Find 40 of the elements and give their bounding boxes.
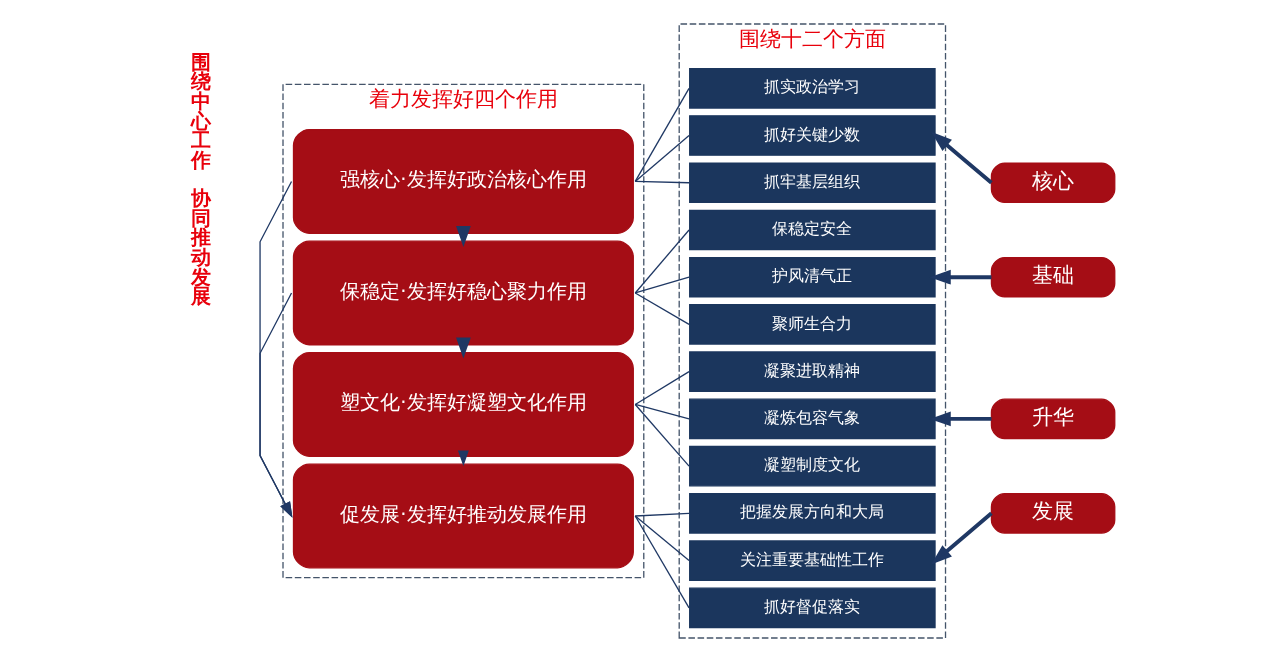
node-box: 抓牢基层组织 bbox=[689, 162, 936, 204]
node-box: 护风清气正 bbox=[689, 256, 936, 298]
arrow bbox=[456, 337, 471, 359]
arrow bbox=[931, 511, 993, 565]
arrow bbox=[457, 450, 469, 467]
node-box: 凝塑制度文化 bbox=[689, 445, 936, 487]
arrow bbox=[929, 411, 992, 427]
node-box: 凝炼包容气象 bbox=[689, 398, 936, 440]
node-box: 抓实政治学习 bbox=[689, 67, 936, 109]
connector bbox=[634, 134, 690, 183]
connector bbox=[634, 229, 690, 294]
connector bbox=[634, 87, 690, 183]
arrow bbox=[931, 131, 993, 185]
node-box: 促发展·发挥好推动发展作用 bbox=[292, 463, 634, 569]
node-box: 抓好关键少数 bbox=[689, 115, 936, 156]
connector bbox=[634, 276, 690, 294]
connector bbox=[634, 371, 690, 406]
arrow bbox=[456, 226, 471, 248]
connector bbox=[634, 403, 690, 420]
connector bbox=[634, 403, 690, 467]
connector bbox=[634, 180, 690, 184]
node-box: 保稳定安全 bbox=[689, 209, 936, 251]
node-box: 发展 bbox=[990, 493, 1116, 534]
node-box: 聚师生合力 bbox=[689, 304, 936, 345]
connector bbox=[634, 292, 690, 326]
arrow bbox=[259, 180, 293, 518]
label: 协同推动发展 bbox=[191, 187, 212, 309]
node-box: 核心 bbox=[990, 162, 1116, 204]
arrow bbox=[929, 269, 992, 285]
connector bbox=[634, 515, 690, 562]
node-box: 关注重要基础性工作 bbox=[689, 540, 936, 581]
connector bbox=[634, 512, 690, 517]
node-box: 升华 bbox=[990, 398, 1116, 440]
node-box: 抓好督促落实 bbox=[689, 587, 936, 629]
node-box: 把握发展方向和大局 bbox=[689, 493, 936, 534]
arrow bbox=[259, 292, 293, 518]
node-box: 基础 bbox=[990, 256, 1116, 298]
node-box: 凝聚进取精神 bbox=[689, 351, 936, 392]
connector bbox=[634, 515, 690, 609]
label: 围绕中心工作 bbox=[191, 50, 212, 173]
